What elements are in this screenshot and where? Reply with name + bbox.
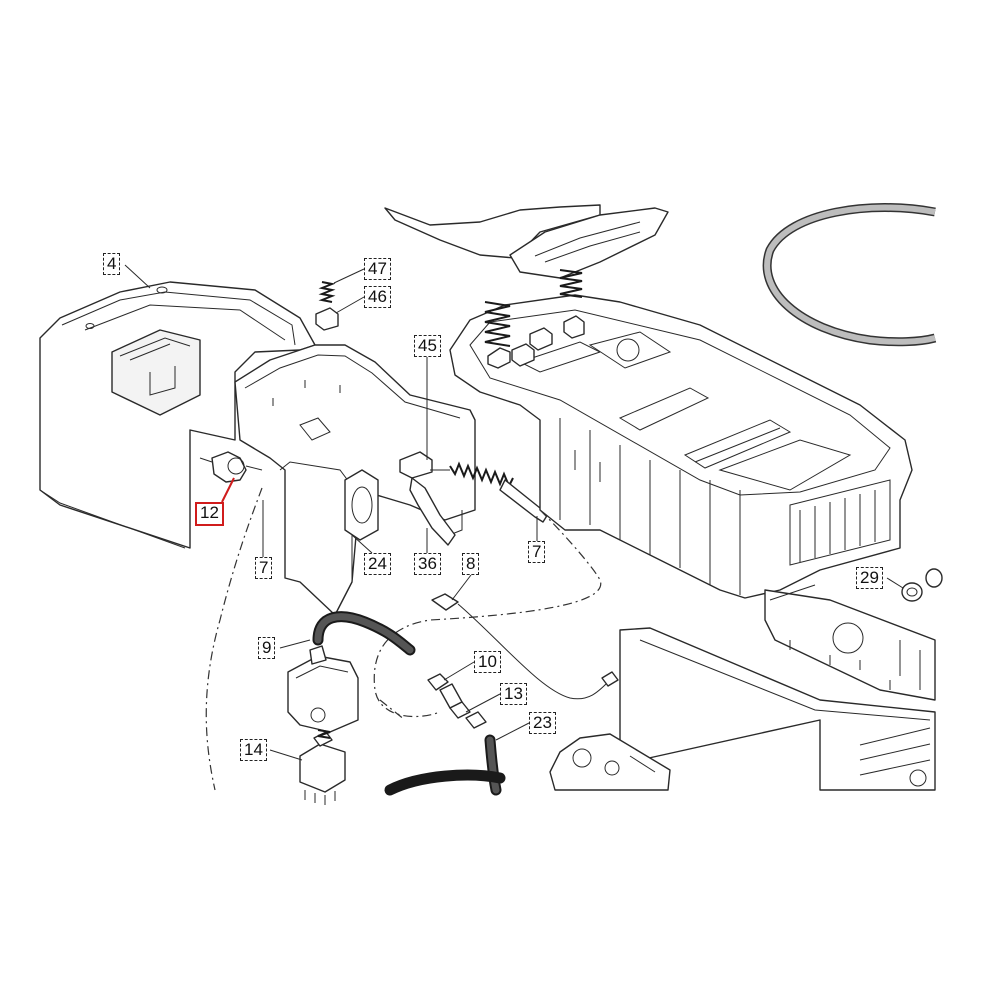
gasket-ring — [762, 203, 937, 347]
handle-piece — [549, 733, 671, 791]
hose-part-9 — [312, 611, 416, 656]
tray-springs — [484, 269, 583, 347]
callout-13: 13 — [500, 683, 527, 705]
front-panel — [619, 584, 936, 791]
routing-lines — [205, 487, 602, 791]
base-tray — [449, 294, 913, 599]
callout-12-highlighted: 12 — [195, 502, 224, 526]
callout-45: 45 — [414, 335, 441, 357]
callout-29: 29 — [856, 567, 883, 589]
hose-part-23 — [384, 734, 506, 796]
callout-9: 9 — [258, 637, 276, 659]
callout-7-left: 7 — [255, 557, 273, 579]
callout-47: 47 — [364, 258, 391, 280]
callout-14: 14 — [240, 739, 267, 761]
inner-housing — [234, 344, 476, 616]
callout-8: 8 — [462, 553, 480, 575]
callout-24: 24 — [364, 553, 391, 575]
leader-lines — [124, 264, 904, 761]
sensor-wire-part-8 — [431, 593, 619, 700]
bearing-part-29 — [901, 568, 943, 602]
callout-7-right: 7 — [528, 541, 546, 563]
top-lid-parts — [384, 204, 669, 279]
callout-36: 36 — [414, 553, 441, 575]
lever-assembly — [399, 451, 456, 546]
water-tank — [39, 281, 316, 549]
callout-4: 4 — [103, 253, 121, 275]
valve-part-12 — [199, 451, 263, 483]
small-springs — [315, 281, 339, 331]
pump-body — [287, 645, 359, 733]
switch-part-14 — [299, 729, 346, 805]
callout-23: 23 — [529, 712, 556, 734]
callout-10: 10 — [474, 651, 501, 673]
fittings-10-13 — [427, 673, 487, 729]
callout-46: 46 — [364, 286, 391, 308]
